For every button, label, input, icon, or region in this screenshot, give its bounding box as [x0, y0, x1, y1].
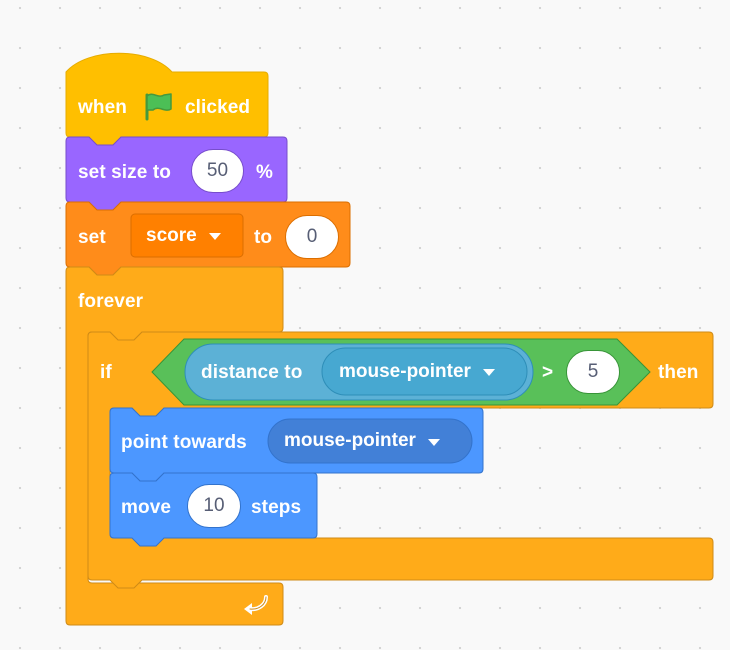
move-steps-input[interactable]: 10 — [187, 484, 241, 528]
point-towards-label: point towards — [121, 432, 247, 453]
clicked-label: clicked — [185, 97, 251, 118]
distance-target-value: mouse-pointer — [339, 360, 471, 382]
loop-arrow-icon — [244, 595, 268, 615]
size-value-input[interactable]: 50 — [191, 149, 244, 193]
then-label: then — [658, 362, 699, 383]
set-label: set — [78, 227, 106, 248]
green-flag-icon — [145, 93, 172, 121]
variable-dropdown[interactable]: score — [131, 214, 243, 257]
to-label: to — [254, 227, 273, 248]
dropdown-arrow-icon — [482, 369, 495, 376]
when-label: when — [78, 97, 127, 118]
distance-target-dropdown-bg — [321, 347, 528, 396]
forever-block[interactable] — [65, 266, 284, 626]
variable-value-input[interactable]: 0 — [285, 215, 339, 259]
point-target-value: mouse-pointer — [284, 430, 416, 451]
variable-name: score — [146, 224, 197, 246]
point-target-dropdown-bg — [267, 418, 473, 464]
if-label: if — [100, 362, 112, 383]
move-label: move — [121, 497, 172, 518]
distance-target-dropdown[interactable]: mouse-pointer — [322, 348, 527, 395]
dropdown-arrow-icon — [427, 438, 440, 446]
set-size-label: set size to — [78, 162, 171, 183]
forever-label: forever — [78, 291, 144, 312]
dropdown-arrow-icon — [208, 233, 221, 240]
distance-to-label: distance to — [201, 362, 303, 383]
variable-dropdown-bg — [130, 213, 244, 258]
steps-label: steps — [251, 497, 302, 518]
greater-than-label: > — [542, 362, 554, 383]
percent-label: % — [256, 162, 273, 183]
point-target-dropdown[interactable]: mouse-pointer — [268, 419, 472, 463]
compare-value-input[interactable]: 5 — [566, 350, 620, 394]
